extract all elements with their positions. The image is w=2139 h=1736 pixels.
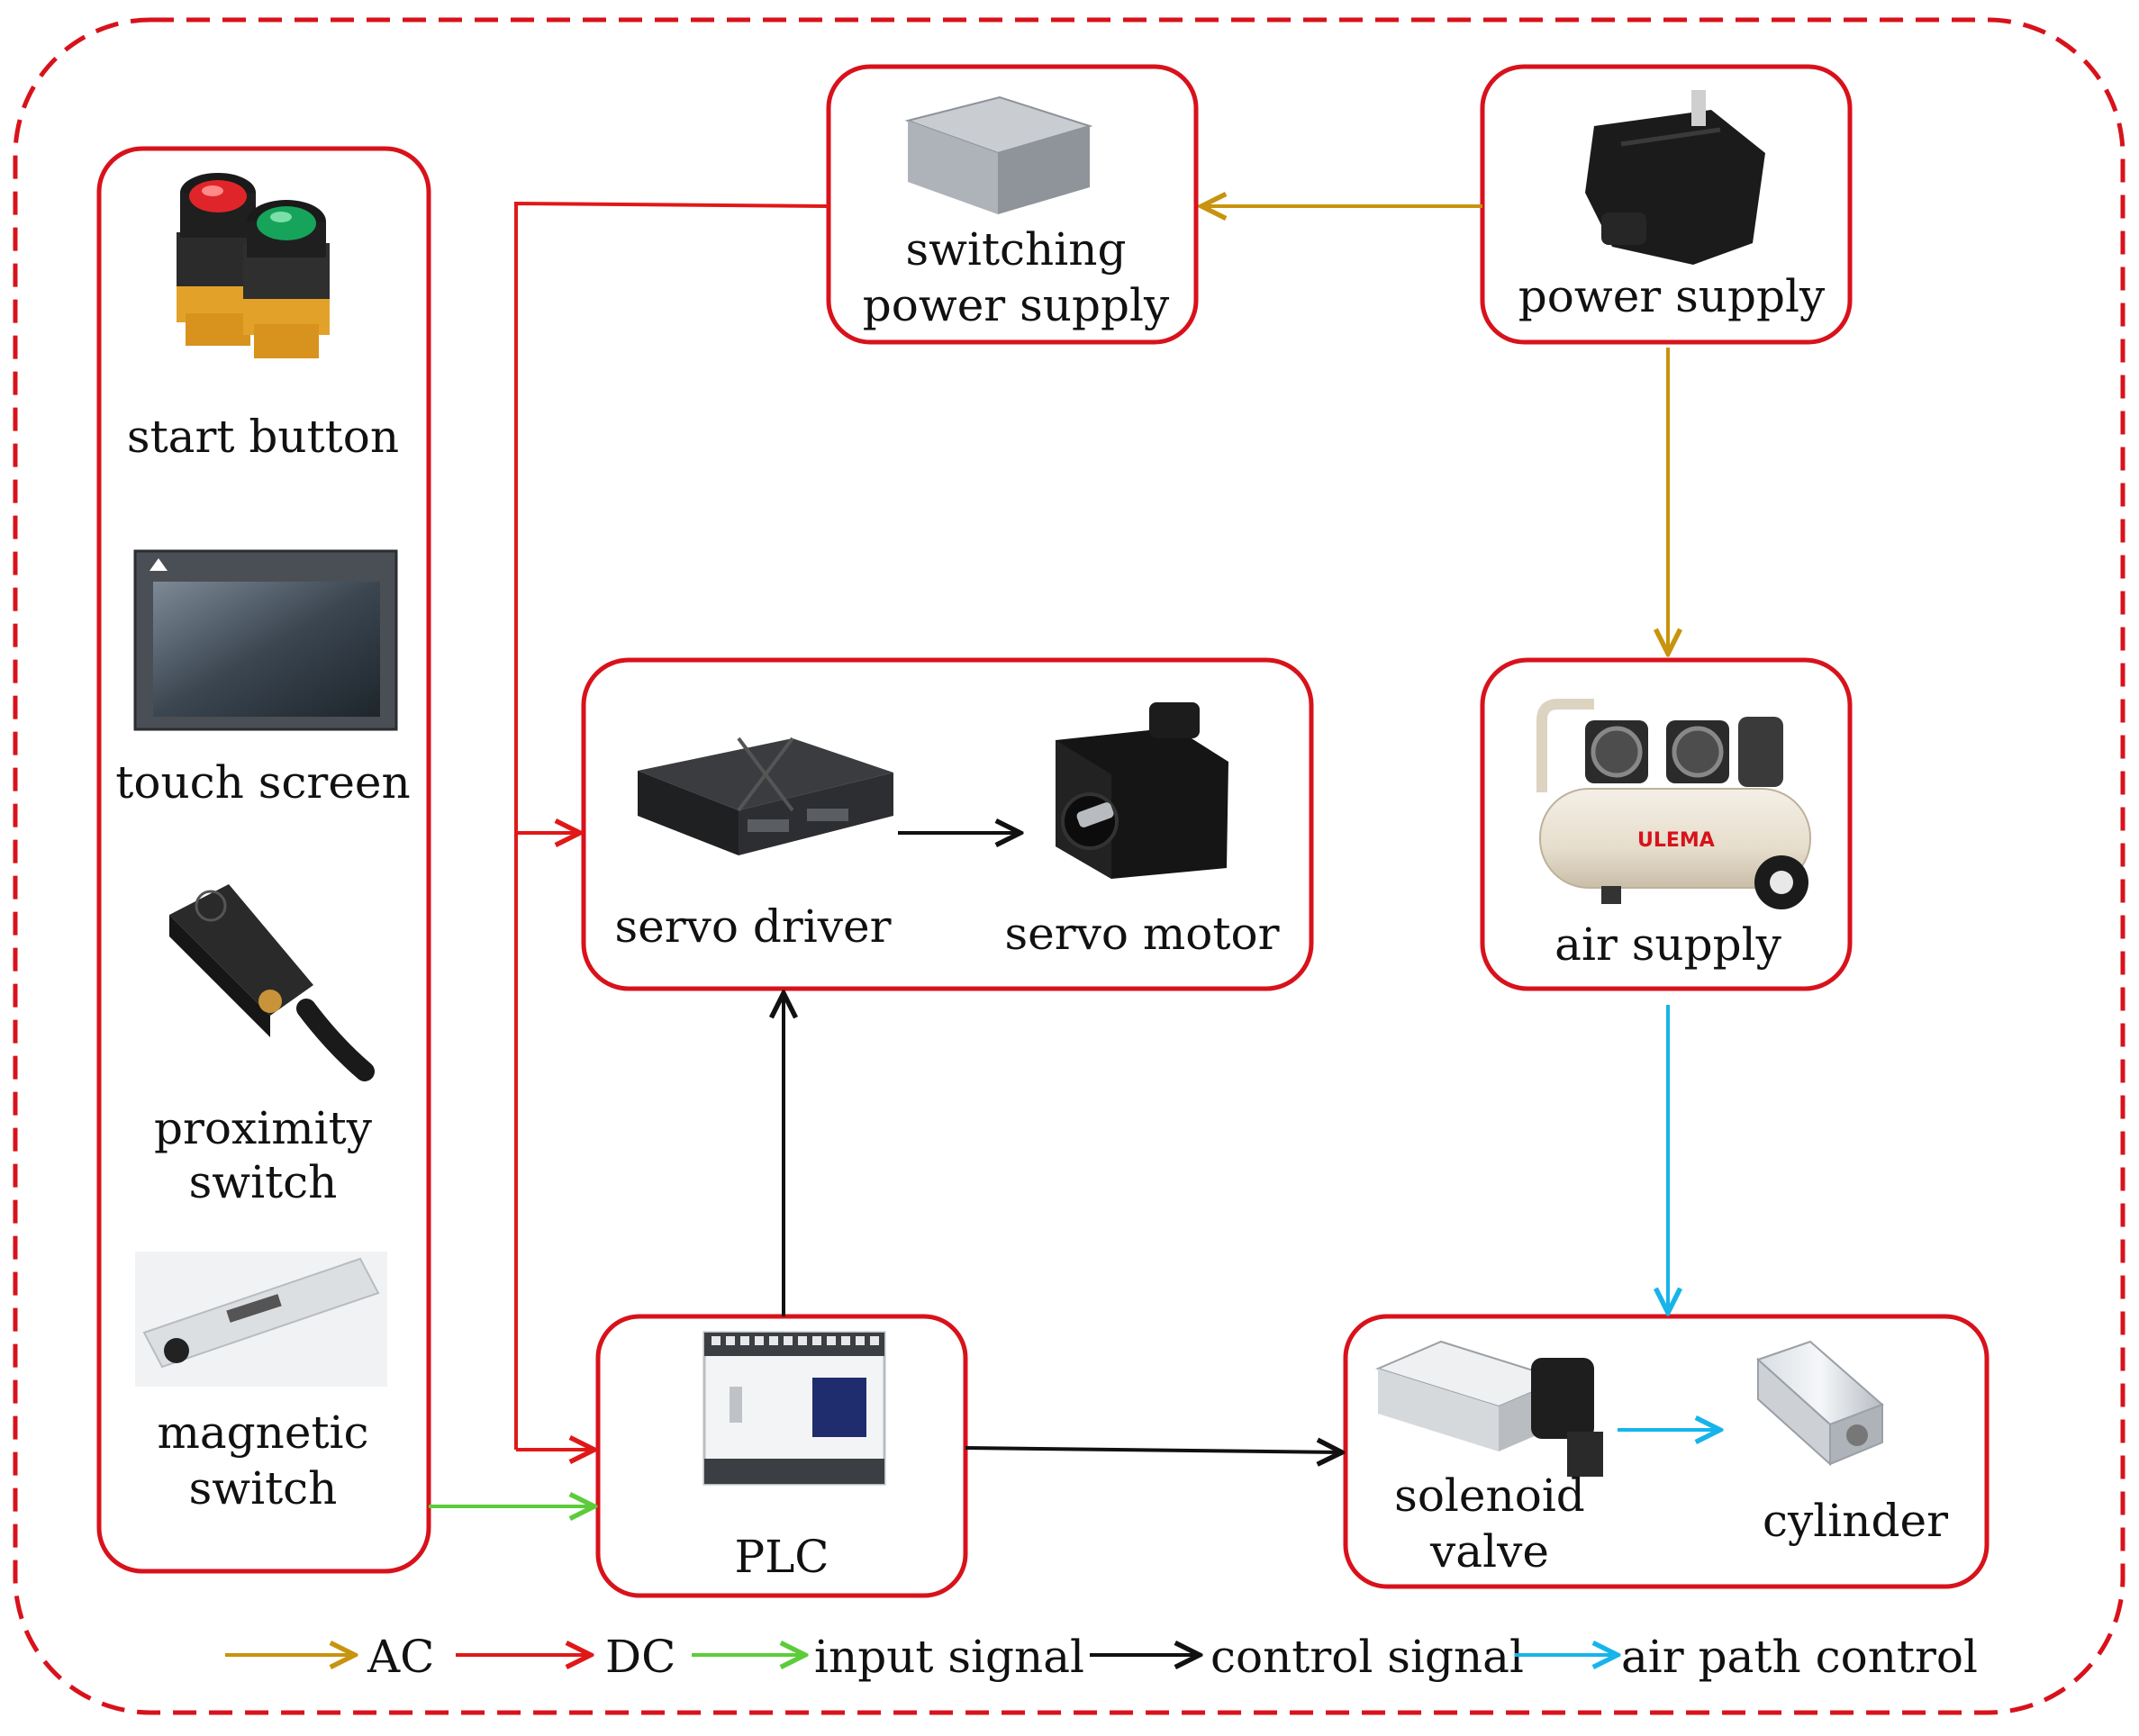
switching-power-supply-icon <box>904 95 1093 214</box>
legend-air-label: air path control <box>1621 1631 1978 1683</box>
plc-terminal-dots <box>711 1336 879 1345</box>
magnetic-switch-label-line2: switch <box>189 1462 338 1514</box>
proximity-switch-label-line2: switch <box>189 1156 338 1208</box>
start-button-icon <box>177 173 330 358</box>
legend: AC DC input signal control signal air pa… <box>225 1631 1978 1683</box>
solenoid-valve-icon <box>1375 1340 1603 1477</box>
air-compressor-icon: ULEMA <box>1536 699 1811 909</box>
control-arrow-plc-to-valve <box>965 1448 1342 1452</box>
air-supply-label: air supply <box>1554 918 1781 971</box>
plc-icon <box>702 1331 886 1486</box>
air-supply-box <box>1480 657 1853 991</box>
servo-driver-icon <box>638 737 893 855</box>
start-button-label: start button <box>127 411 399 463</box>
servo-box <box>581 657 1314 991</box>
legend-control-label: control signal <box>1210 1631 1524 1683</box>
cylinder-icon <box>1756 1340 1884 1467</box>
legend-ac-label: AC <box>367 1631 434 1683</box>
touch-screen-label: touch screen <box>115 756 410 809</box>
solenoid-valve-label-line2: valve <box>1429 1525 1549 1578</box>
proximity-switch-icon <box>169 884 375 1081</box>
solenoid-valve-label-line1: solenoid <box>1394 1469 1585 1522</box>
switching-power-supply-label-line1: switching <box>906 223 1127 276</box>
magnetic-switch-label-line1: magnetic <box>157 1406 368 1459</box>
plc-label: PLC <box>734 1531 829 1583</box>
servo-motor-label: servo motor <box>1004 908 1279 960</box>
legend-dc-label: DC <box>605 1631 675 1683</box>
compressor-brand-text: ULEMA <box>1637 829 1715 852</box>
outer-dashed-frame <box>13 17 2125 1715</box>
valve-cylinder-box <box>1343 1314 1989 1589</box>
switching-power-supply-label-line2: power supply <box>863 279 1170 331</box>
input-devices-box <box>96 146 431 1574</box>
magnetic-switch-icon <box>135 1252 387 1387</box>
cylinder-label: cylinder <box>1763 1495 1948 1547</box>
servo-driver-label: servo driver <box>614 900 891 953</box>
dc-line-main <box>514 201 829 1450</box>
power-plug-icon <box>1585 90 1765 265</box>
power-supply-label: power supply <box>1518 270 1826 322</box>
touch-screen-icon <box>133 549 398 731</box>
servo-motor-icon <box>1056 702 1228 879</box>
legend-input-label: input signal <box>814 1631 1084 1683</box>
proximity-switch-label-line1: proximity <box>154 1102 373 1154</box>
